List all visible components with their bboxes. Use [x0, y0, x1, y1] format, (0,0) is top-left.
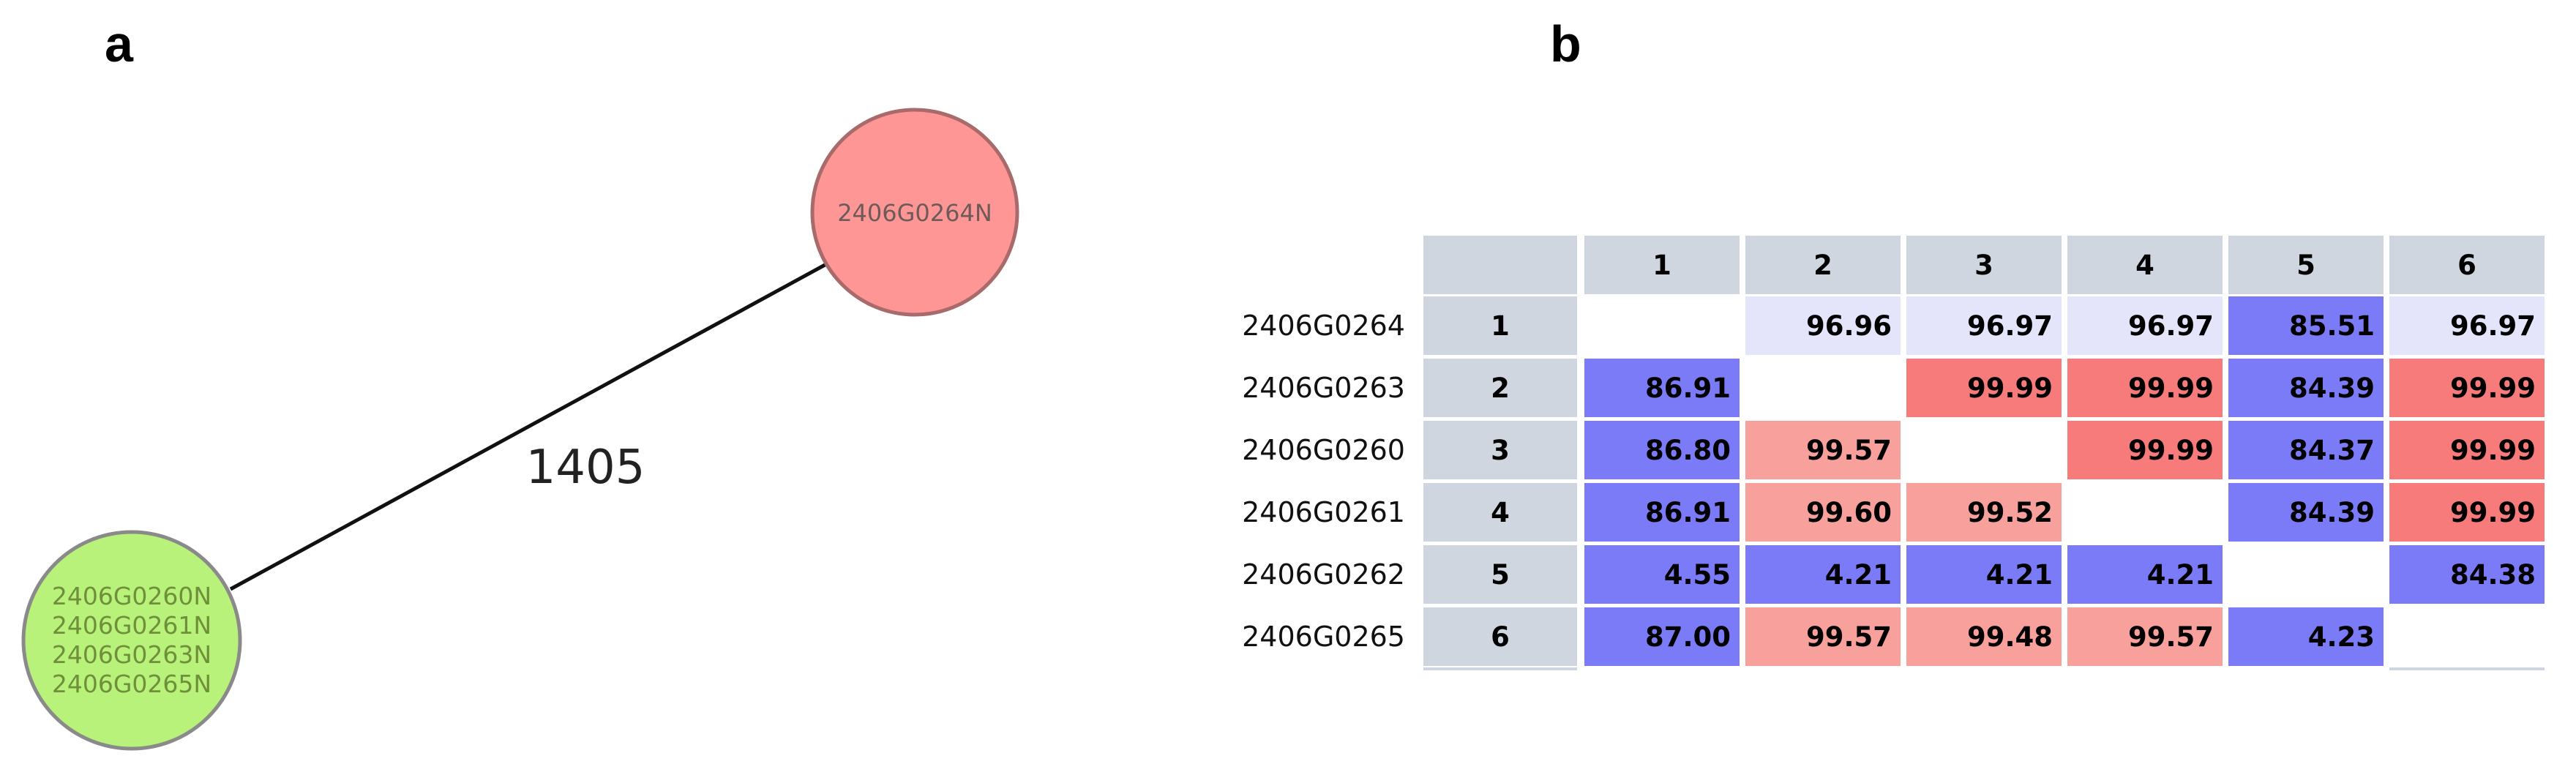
- matrix-cell: 99.60: [1745, 483, 1901, 542]
- matrix-cell: 96.97: [1906, 296, 2062, 355]
- column-header: 1: [1584, 236, 1740, 294]
- matrix-cell: 99.57: [1745, 607, 1901, 666]
- node-label: 2406G0265N: [52, 670, 211, 698]
- matrix-cell: 99.48: [1906, 607, 2062, 666]
- matrix-cell: 4.55: [1584, 545, 1740, 604]
- node-label: 2406G0264N: [837, 199, 992, 227]
- matrix-cell: 4.23: [2228, 607, 2384, 666]
- row-header: 2: [1423, 359, 1577, 417]
- matrix-cell: 84.39: [2228, 359, 2384, 417]
- node-2406G0264N[interactable]: 2406G0264N: [810, 108, 1019, 317]
- table-bottom-line: [1423, 667, 1577, 670]
- matrix-cell: 87.00: [1584, 607, 1740, 666]
- matrix-cell: [2067, 483, 2223, 542]
- row-name: 2406G0264: [1242, 310, 1405, 342]
- row-header: 4: [1423, 483, 1577, 542]
- row-name: 2406G0263: [1242, 372, 1405, 404]
- node-circle-red: [810, 108, 1019, 317]
- matrix-cell: [2228, 545, 2384, 604]
- row-header: 3: [1423, 421, 1577, 479]
- edge-label: 1405: [526, 441, 645, 495]
- network-edge: [229, 258, 836, 591]
- matrix-cell: 99.57: [1745, 421, 1901, 479]
- matrix-cell: 84.38: [2389, 545, 2545, 604]
- matrix-cell: 86.80: [1584, 421, 1740, 479]
- matrix-cell: [1745, 359, 1901, 417]
- matrix-cell: 99.99: [2389, 359, 2545, 417]
- panel-label-b: b: [1550, 15, 1581, 72]
- matrix-cell: 96.97: [2067, 296, 2223, 355]
- node-label: 2406G0261N: [52, 611, 211, 640]
- row-name: 2406G0265: [1242, 621, 1405, 653]
- panel-label-a: a: [105, 15, 133, 72]
- row-header: 6: [1423, 607, 1577, 666]
- node-label: 2406G0263N: [52, 640, 211, 669]
- row-name: 2406G0261: [1242, 496, 1405, 528]
- matrix-cell: 99.99: [2067, 359, 2223, 417]
- matrix-cell: 96.97: [2389, 296, 2545, 355]
- matrix-cell: 4.21: [2067, 545, 2223, 604]
- matrix-cell: 4.21: [1906, 545, 2062, 604]
- matrix-cell: [1584, 296, 1740, 355]
- matrix-cell: 99.99: [2067, 421, 2223, 479]
- matrix-cell: 84.37: [2228, 421, 2384, 479]
- row-header: 1: [1423, 296, 1577, 355]
- column-header: 4: [2067, 236, 2223, 294]
- network-diagram: 1405 2406G0264N 2406G0260N 2406G0261N 24…: [21, 108, 1019, 751]
- matrix-cell: [1906, 421, 2062, 479]
- matrix-cell: 96.96: [1745, 296, 1901, 355]
- matrix-cell: 99.57: [2067, 607, 2223, 666]
- node-label: 2406G0260N: [52, 582, 211, 610]
- matrix-cell: 86.91: [1584, 359, 1740, 417]
- row-header: 5: [1423, 545, 1577, 604]
- matrix-cell: 4.21: [1745, 545, 1901, 604]
- matrix-cell: [2389, 607, 2545, 666]
- matrix-corner: [1423, 236, 1577, 294]
- column-header: 5: [2228, 236, 2384, 294]
- matrix-cell: 85.51: [2228, 296, 2384, 355]
- matrix-cell: 99.52: [1906, 483, 2062, 542]
- row-name: 2406G0260: [1242, 434, 1405, 466]
- column-header: 6: [2389, 236, 2545, 294]
- matrix-cell: 86.91: [1584, 483, 1740, 542]
- column-header: 2: [1745, 236, 1901, 294]
- matrix-cell: 99.99: [2389, 421, 2545, 479]
- matrix-cell: 84.39: [2228, 483, 2384, 542]
- matrix-cell: 99.99: [1906, 359, 2062, 417]
- node-group-green[interactable]: 2406G0260N 2406G0261N 2406G0263N 2406G02…: [21, 530, 242, 751]
- node-circle-green: [21, 530, 242, 751]
- matrix-cell: 99.99: [2389, 483, 2545, 542]
- table-bottom-line: [2389, 667, 2545, 670]
- row-name: 2406G0262: [1242, 558, 1405, 591]
- column-header: 3: [1906, 236, 2062, 294]
